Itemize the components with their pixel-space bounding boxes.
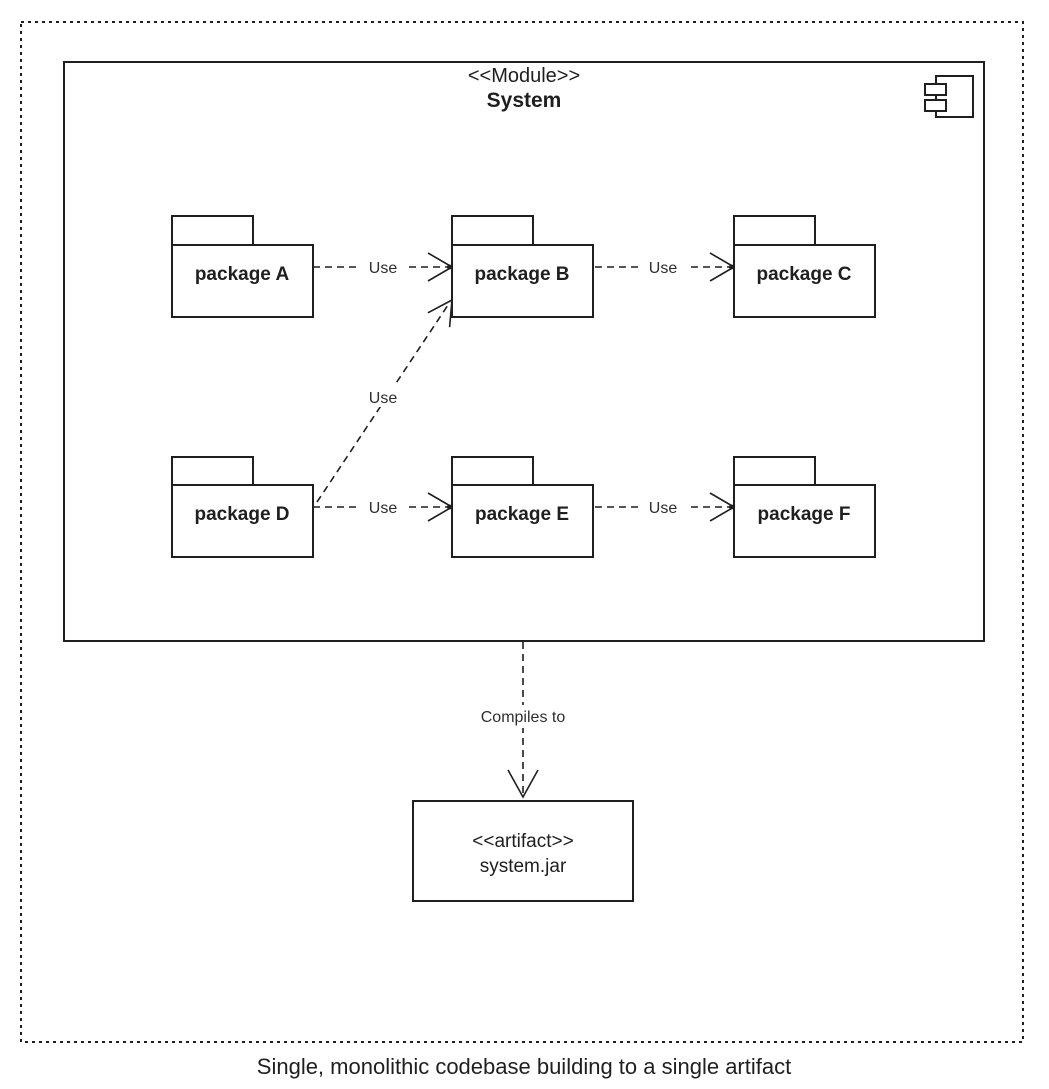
package-a: package A: [171, 215, 314, 318]
edge-packageA-packageB: Use: [313, 252, 453, 282]
edge-label-use: Use: [649, 260, 678, 277]
artifact-system-jar: <<artifact>> system.jar: [412, 800, 634, 902]
edge-packageD-packageB: Use: [316, 299, 453, 503]
open-arrowhead-icon: [709, 492, 735, 522]
package-f-label: package F: [758, 504, 851, 525]
package-e: package E: [451, 456, 594, 558]
edge-label-use: Use: [369, 260, 398, 277]
diagram-caption: Single, monolithic codebase building to …: [257, 1054, 791, 1079]
package-b: package B: [451, 215, 594, 318]
package-e-label: package E: [475, 504, 569, 525]
edge-label-use: Use: [369, 500, 398, 517]
open-arrowhead-icon: [427, 492, 453, 522]
package-f: package F: [733, 456, 876, 558]
edge-label-use: Use: [649, 500, 678, 517]
outer-dashed-boundary: [20, 21, 1024, 1043]
component-icon: [924, 75, 974, 118]
module-name: System: [487, 89, 562, 112]
package-a-label: package A: [195, 264, 290, 285]
package-d-label: package D: [194, 504, 289, 525]
edge-packageD-packageE: Use: [313, 492, 453, 522]
module-frame-rect: [63, 61, 985, 642]
artifact-name: system.jar: [480, 856, 567, 877]
open-arrowhead-icon: [427, 252, 453, 282]
open-arrowhead-icon: [427, 299, 453, 328]
artifact-stereotype: <<artifact>>: [472, 831, 573, 852]
edge-system-artifact: Compiles to: [465, 642, 581, 799]
package-c: package C: [733, 215, 876, 318]
module-stereotype: <<Module>>: [468, 65, 580, 87]
open-arrowhead-icon: [507, 769, 539, 799]
open-arrowhead-icon: [709, 252, 735, 282]
package-c-label: package C: [756, 264, 851, 285]
edge-packageE-packageF: Use: [595, 492, 735, 522]
module-system-frame: <<Module>> System: [63, 61, 985, 642]
package-b-label: package B: [474, 264, 569, 285]
edge-label-use: Use: [369, 390, 398, 407]
edge-packageB-packageC: Use: [595, 252, 735, 282]
package-d: package D: [171, 456, 314, 558]
edge-label-compiles-to: Compiles to: [481, 709, 566, 726]
